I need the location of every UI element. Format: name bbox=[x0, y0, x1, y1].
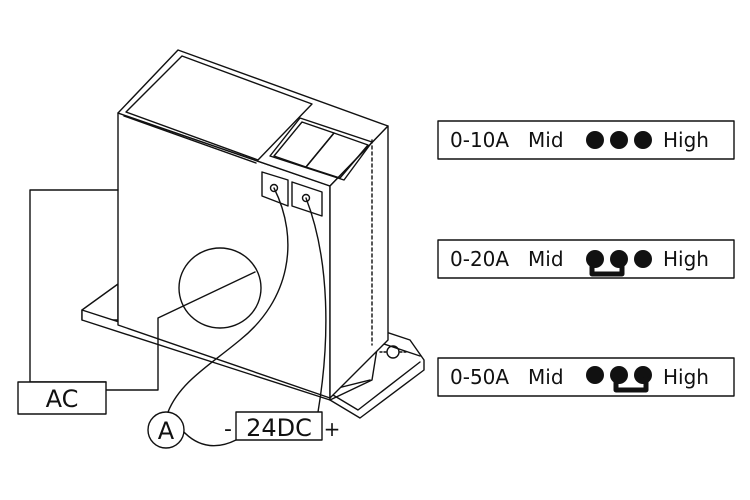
supply-voltage-label: 24DC bbox=[246, 414, 312, 442]
label-window bbox=[125, 55, 313, 161]
range-legend-50a: 0-50A Mid High bbox=[437, 357, 735, 397]
ammeter-to-supply-wire bbox=[181, 429, 237, 447]
signal-wire-ammeter bbox=[167, 187, 289, 413]
range-10a-high-label: High bbox=[663, 128, 709, 152]
ac-wire-left bbox=[29, 189, 119, 383]
supply-plus-label: + bbox=[324, 417, 341, 441]
range-50a-label: 0-50A bbox=[450, 365, 509, 389]
jumper-cap-20a bbox=[589, 259, 625, 277]
range-10a-label: 0-10A bbox=[450, 128, 509, 152]
jumper-cap-50a bbox=[613, 375, 649, 393]
range-20a-mid-label: Mid bbox=[528, 247, 564, 271]
ac-label: AC bbox=[46, 385, 79, 413]
range-20a-high-label: High bbox=[663, 247, 709, 271]
range-50a-high-label: High bbox=[663, 365, 709, 389]
range-10a-mid-label: Mid bbox=[528, 128, 564, 152]
transformer-housing bbox=[117, 49, 389, 399]
supply-minus-label: - bbox=[224, 417, 232, 442]
mounting-hole bbox=[386, 345, 400, 359]
jumper-pins-20a bbox=[586, 250, 652, 268]
primary-conductor-aperture bbox=[178, 247, 262, 329]
jumper-pins-50a bbox=[586, 366, 652, 384]
jumper-pins-10a bbox=[586, 131, 652, 149]
dc-supply: - 24DC + bbox=[224, 411, 341, 442]
signal-wire-supply bbox=[305, 197, 327, 413]
range-legend-10a: 0-10A Mid High bbox=[437, 120, 735, 160]
ac-wire-primary bbox=[105, 271, 256, 391]
range-legend-20a: 0-20A Mid High bbox=[437, 239, 735, 279]
ammeter-label: A bbox=[158, 417, 175, 445]
ac-source: AC bbox=[17, 381, 107, 415]
range-50a-mid-label: Mid bbox=[528, 365, 564, 389]
range-20a-label: 0-20A bbox=[450, 247, 509, 271]
ammeter: A bbox=[147, 411, 185, 449]
